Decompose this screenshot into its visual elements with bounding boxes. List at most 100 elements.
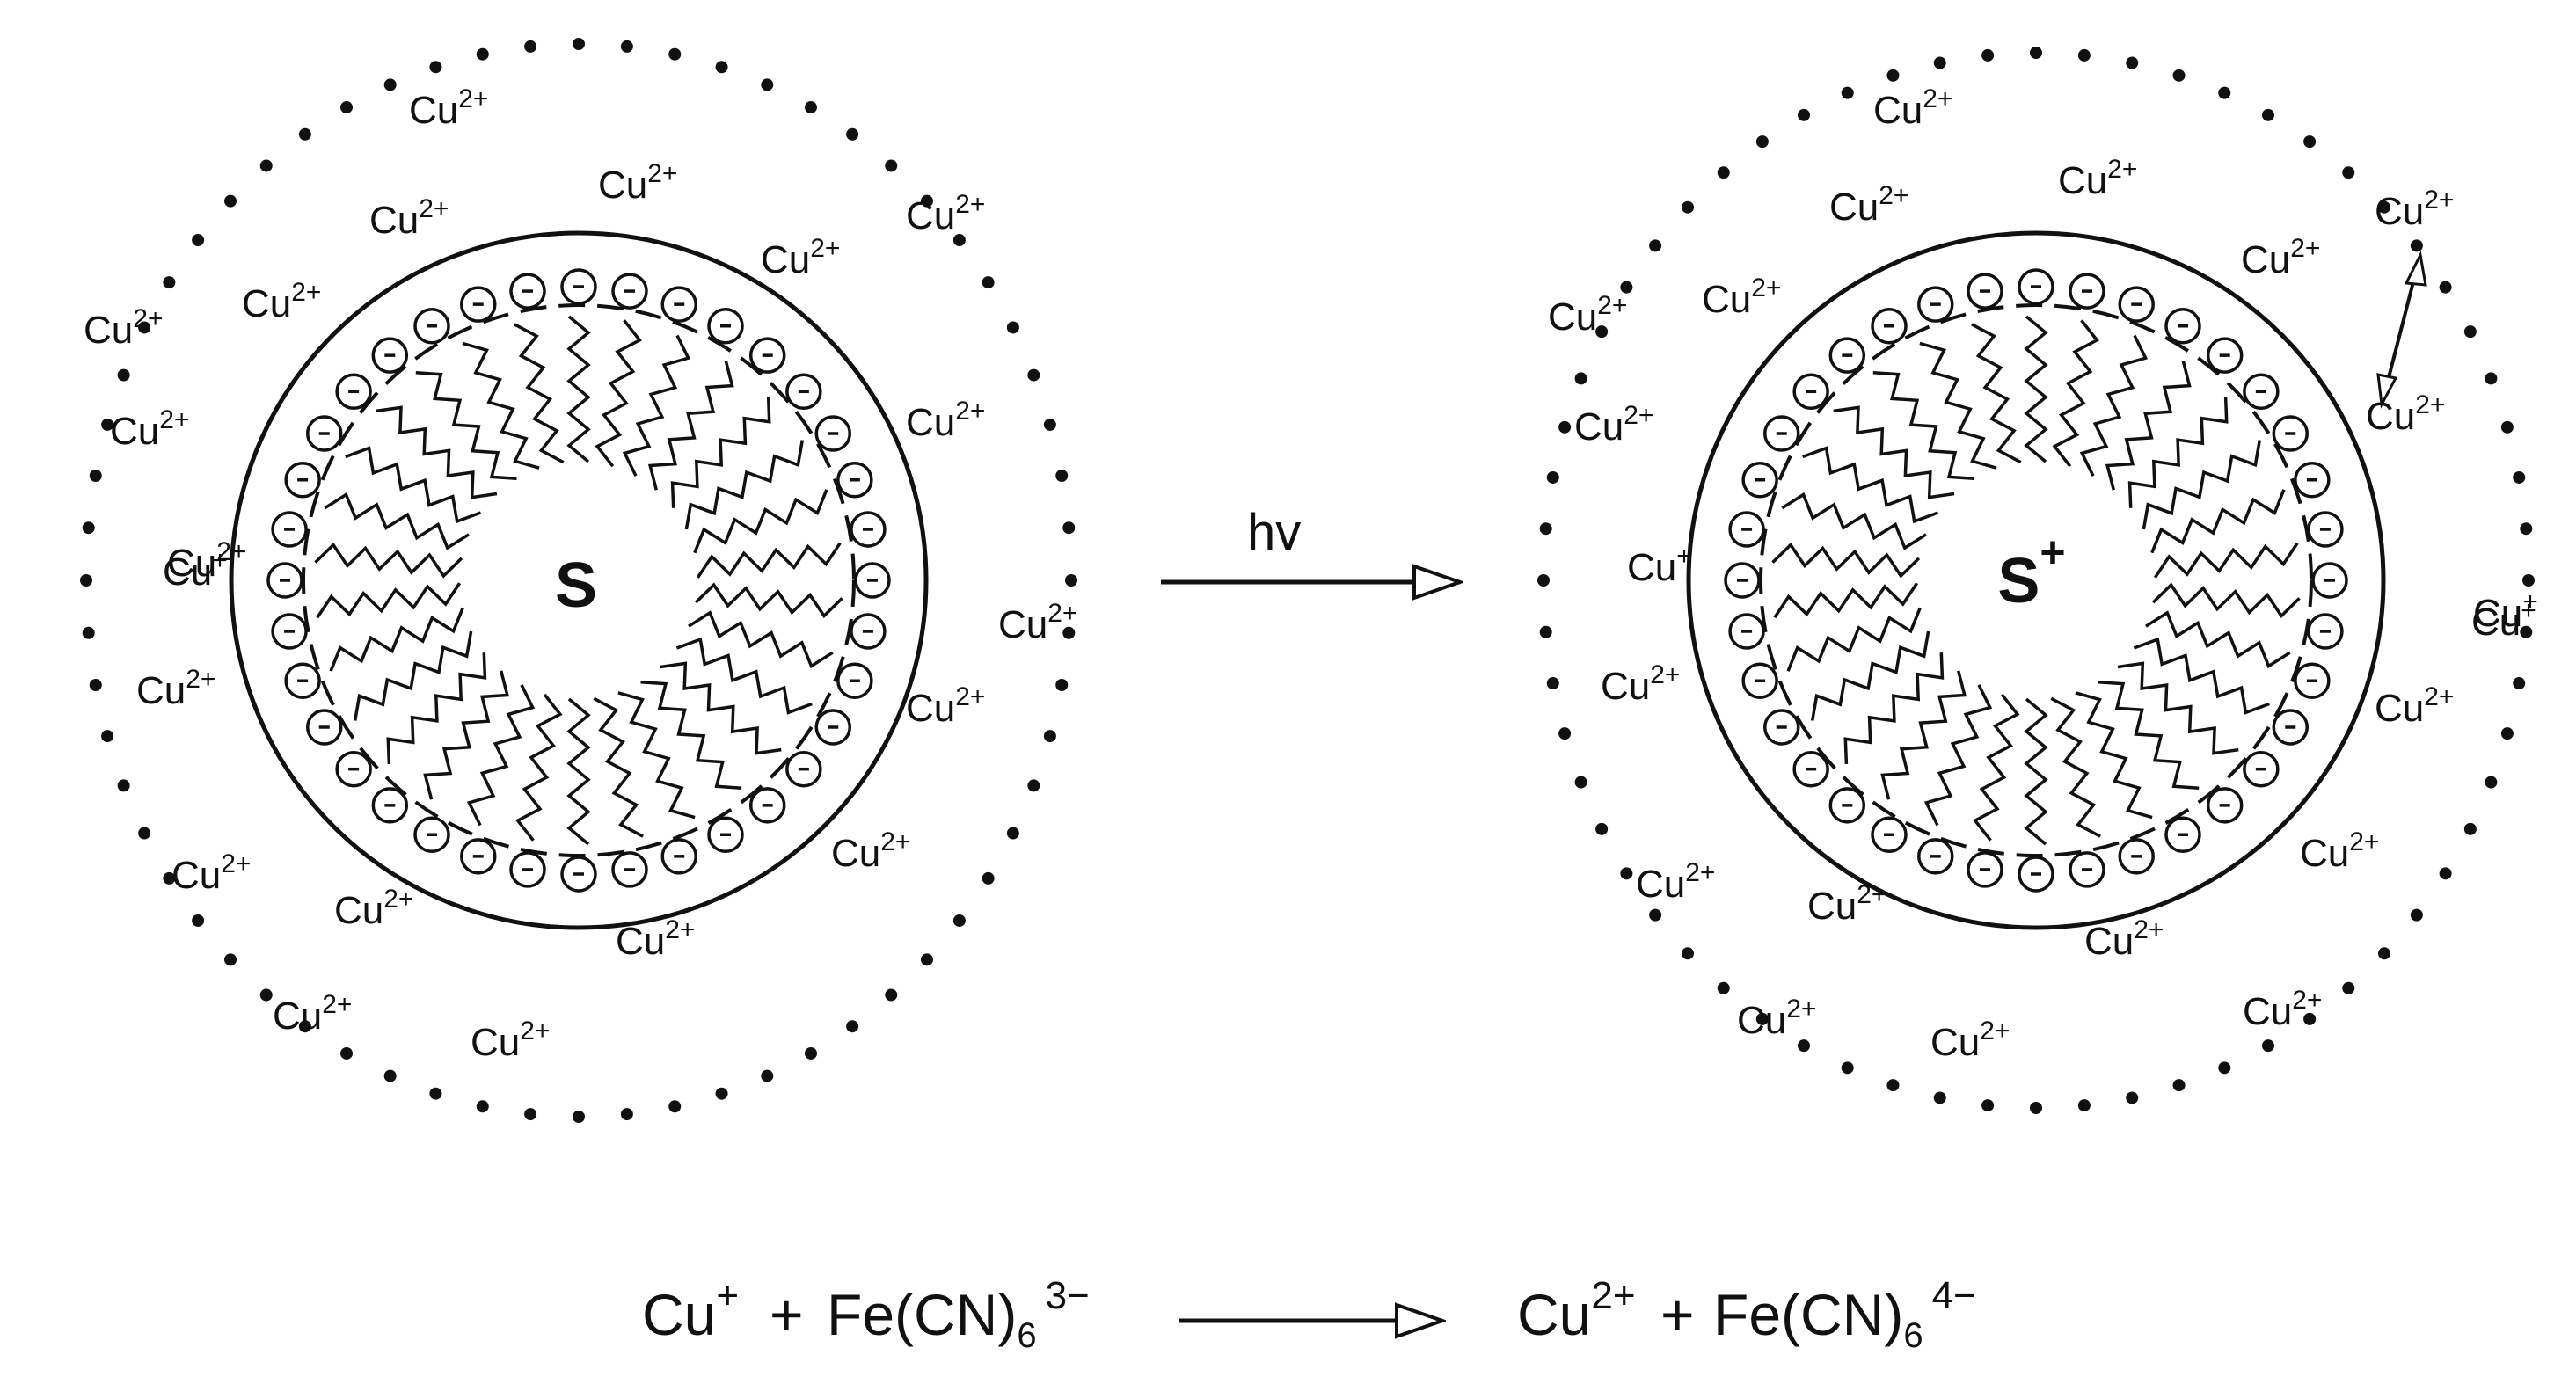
anionic-head-group bbox=[2118, 838, 2155, 875]
diffuse-layer-dot bbox=[668, 1100, 682, 1113]
hydrocarbon-core-boundary bbox=[1759, 303, 2313, 857]
diffuse-layer-dot bbox=[298, 1020, 311, 1033]
reactant-ferricyanide: Fe(CN)63− bbox=[827, 1274, 1090, 1355]
cu-2plus-ion-label: Cu2+ bbox=[1807, 880, 1886, 928]
hydrocarbon-tail bbox=[2145, 610, 2291, 669]
cu-2plus-ion-label: Cu2+ bbox=[334, 885, 413, 932]
anionic-head-group bbox=[305, 415, 343, 452]
diffuse-layer-dot bbox=[1649, 908, 1662, 922]
anionic-head-group bbox=[266, 562, 303, 599]
cu-2plus-ion-label: Cu2+ bbox=[110, 405, 189, 453]
diffuse-layer-dot bbox=[2410, 908, 2423, 922]
anionic-head-group bbox=[413, 816, 450, 854]
diffuse-layer-dot bbox=[1682, 947, 1695, 960]
hydrocarbon-tail bbox=[324, 492, 470, 550]
anionic-head-group bbox=[660, 838, 697, 875]
diffuse-layer-dot bbox=[573, 38, 585, 50]
diffuse-layer-dot bbox=[224, 953, 237, 966]
cu-2plus-ion-label: Cu2+ bbox=[2366, 390, 2445, 438]
hydrocarbon-tail bbox=[1880, 670, 1967, 800]
diffuse-layer-dot bbox=[192, 914, 205, 927]
hydrocarbon-tail bbox=[514, 323, 565, 464]
diffuse-layer-dot bbox=[715, 61, 728, 74]
diffuse-layer-dot bbox=[1717, 166, 1730, 179]
diffuse-layer-dot bbox=[476, 1100, 489, 1113]
diffuse-layer-dot bbox=[1055, 679, 1069, 692]
hydrocarbon-tail bbox=[1872, 371, 1974, 481]
hydrocarbon-tail bbox=[670, 397, 771, 508]
diffuse-layer-dot bbox=[2410, 239, 2423, 252]
hydrocarbon-tail bbox=[2024, 697, 2048, 846]
hydrocarbon-tail bbox=[622, 334, 691, 477]
anionic-head-group bbox=[305, 709, 343, 746]
anionic-head-group bbox=[2206, 787, 2244, 824]
anionic-head-group bbox=[2307, 613, 2344, 650]
hydrocarbon-tail bbox=[617, 691, 696, 820]
hydrocarbon-tail bbox=[2150, 489, 2286, 554]
anionic-head-group bbox=[1792, 373, 1829, 411]
diffuse-layer-dot bbox=[1539, 522, 1552, 536]
diffuse-layer-dot bbox=[2513, 677, 2526, 690]
diffuse-layer-dot bbox=[2520, 522, 2533, 536]
hydrocarbon-tail bbox=[314, 542, 463, 579]
diffuse-layer-dot bbox=[163, 276, 176, 289]
hydrocarbon-tail bbox=[376, 405, 498, 499]
diffuse-layer-dot bbox=[952, 914, 966, 927]
diffuse-layer-dot bbox=[920, 194, 933, 208]
cu-2plus-ion-label: Cu2+ bbox=[471, 1016, 550, 1064]
diffuse-layer-dot bbox=[804, 1046, 817, 1060]
diffuse-layer-dot bbox=[117, 779, 130, 792]
diffuse-layer-dot bbox=[715, 1087, 728, 1100]
diffuse-layer-dot bbox=[138, 827, 151, 840]
hydrocarbon-tail bbox=[2153, 542, 2299, 579]
diffuse-layer-dot bbox=[920, 953, 933, 966]
diffuse-layer-dot bbox=[1055, 469, 1069, 482]
diffuse-layer-dot bbox=[163, 871, 176, 885]
anionic-head-group bbox=[850, 613, 887, 650]
cu-2plus-ion-label: Cu2+ bbox=[167, 537, 246, 585]
diffuse-layer-dot bbox=[1574, 776, 1587, 789]
micelle-after-irradiation bbox=[1537, 47, 2535, 1114]
diffuse-layer-dot bbox=[2172, 1079, 2186, 1092]
anionic-head-group bbox=[2311, 562, 2348, 599]
cu-2plus-ion-label: Cu2+ bbox=[1873, 84, 1952, 132]
cu-plus-ion-label: Cu+ bbox=[1627, 542, 1692, 589]
diffuse-layer-dot bbox=[2126, 56, 2139, 69]
cu-2plus-ion-label: Cu2+ bbox=[1636, 858, 1715, 906]
micelle-before-irradiation bbox=[80, 38, 1077, 1123]
diffuse-layer-dot bbox=[1006, 827, 1019, 840]
diffuse-layer-dot bbox=[340, 101, 354, 114]
diffuse-layer-dot bbox=[2485, 372, 2498, 385]
anionic-head-group bbox=[814, 709, 852, 746]
hydrocarbon-tail bbox=[2151, 582, 2301, 619]
diffuse-layer-dot bbox=[1558, 727, 1572, 740]
diffuse-layer-dot bbox=[1043, 730, 1056, 743]
diffuse-layer-dot bbox=[259, 159, 273, 172]
redox-equation: Cu+ + Fe(CN)63− Cu2+ + Fe(CN)64− bbox=[642, 1274, 1976, 1355]
anionic-head-group bbox=[371, 337, 409, 374]
core-solute-cation-label: S+ bbox=[1997, 528, 2065, 616]
ion-exchange-arrow bbox=[2376, 251, 2427, 409]
diffuse-layer-dot bbox=[2077, 48, 2091, 62]
anionic-head-group bbox=[1762, 709, 1800, 746]
anionic-head-group bbox=[335, 373, 372, 411]
cu-2plus-ion-label: Cu2+ bbox=[761, 234, 840, 281]
hydrocarbon-tail bbox=[647, 361, 734, 491]
diffuse-layer-dot bbox=[668, 47, 682, 61]
diffuse-layer-dot bbox=[298, 128, 311, 141]
diffuse-layer-dot bbox=[1933, 1091, 1946, 1104]
diffuse-layer-dot bbox=[1620, 280, 1633, 294]
diffuse-layer-dot bbox=[1027, 368, 1040, 382]
diffuse-layer-dot bbox=[383, 78, 397, 91]
diffuse-layer-dot bbox=[1065, 574, 1077, 586]
diffuse-layer-dot bbox=[2522, 574, 2535, 586]
diffuse-layer-dot bbox=[2077, 1099, 2091, 1112]
hydrocarbon-tail bbox=[2127, 397, 2229, 508]
anionic-head-group bbox=[2164, 816, 2201, 854]
diffuse-layer-dot bbox=[2303, 135, 2317, 149]
diffuse-layer-dot bbox=[982, 276, 995, 289]
reactant-cu-plus: Cu+ bbox=[642, 1274, 739, 1347]
diffuse-layer-dot bbox=[885, 159, 898, 172]
diffuse-layer-dot bbox=[1717, 981, 1730, 994]
diffuse-layer-dot bbox=[192, 234, 205, 247]
